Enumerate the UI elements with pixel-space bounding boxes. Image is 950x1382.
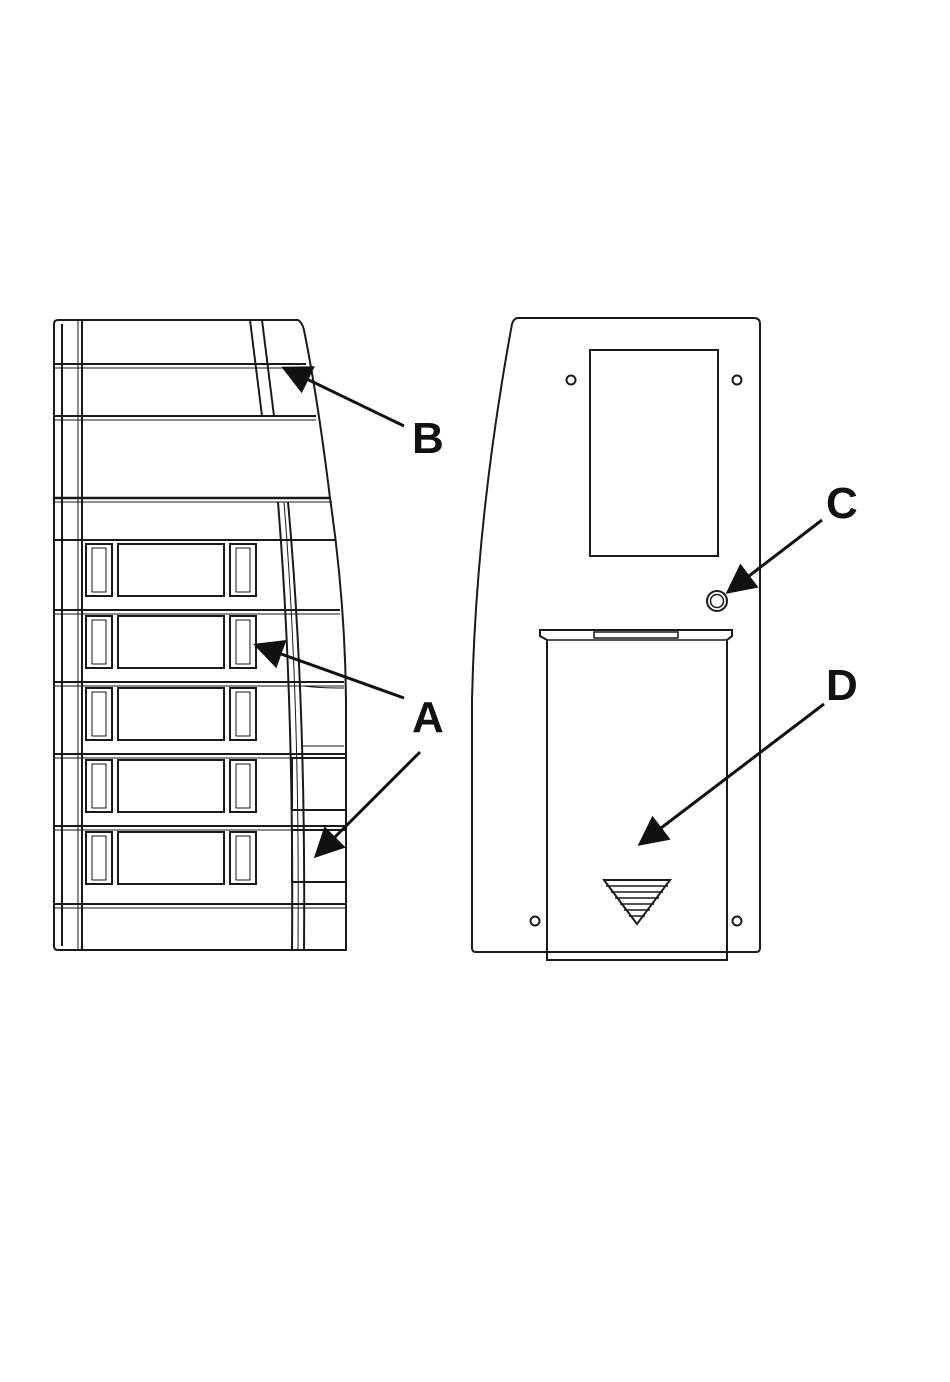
arrow-a-upper [256,645,404,698]
module-slots [86,544,256,884]
screw-hole-icon [733,917,742,926]
device-back-view [472,318,760,960]
screw-hole-icon [531,917,540,926]
label-window [590,350,718,556]
arrow-b [284,368,404,426]
label-b: B [412,414,444,463]
callout-arrows [256,368,824,856]
screw-hole-icon [567,376,576,385]
back-outline [472,318,760,952]
side-outline [54,320,346,950]
arrow-a-lower [316,752,420,856]
device-side-view [54,320,346,950]
arrow-d [640,704,824,844]
screw-hole-icon [733,376,742,385]
arrow-c [728,520,822,592]
label-a: A [412,693,444,742]
label-d: D [826,661,858,710]
label-c: C [826,479,858,528]
